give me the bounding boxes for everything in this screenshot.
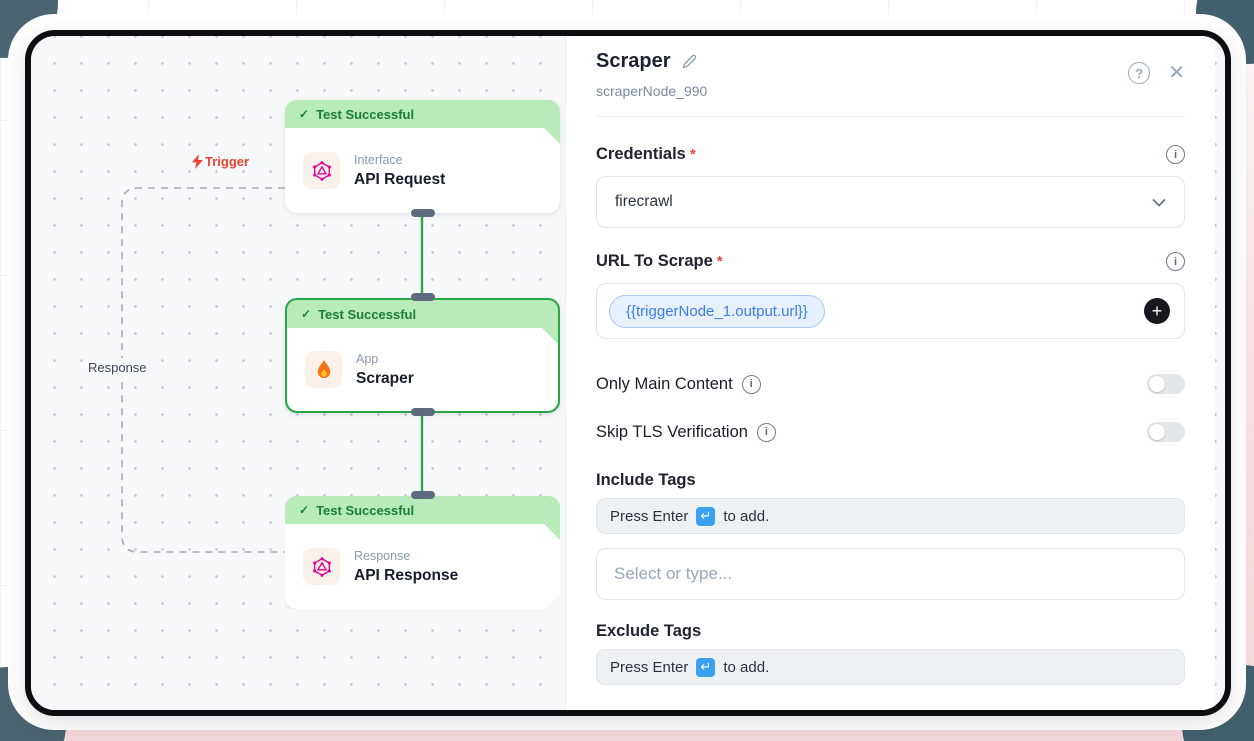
required-asterisk: * [689,146,696,163]
close-icon[interactable]: ✕ [1168,63,1185,83]
credentials-label: Credentials* [596,145,696,163]
hint-text-after: to add. [723,658,770,676]
node-category: Response [354,548,411,563]
enter-glyph: ↵ [700,508,712,523]
plus-glyph: + [1151,301,1163,321]
hint-text-before: Press Enter [610,507,689,525]
variable-chip[interactable]: {{triggerNode_1.output.url}} [609,294,825,328]
connector-handle[interactable] [411,491,435,499]
check-icon: ✓ [301,307,312,321]
node-scraper[interactable]: ✓ Test Successful App Scraper [285,298,560,413]
node-id-text: scraperNode_990 [596,83,708,99]
connector-handle[interactable] [411,209,435,217]
node-title: API Request [354,170,446,188]
node-title: API Response [354,566,459,584]
trigger-edge-text: Trigger [205,154,250,169]
exclude-tags-label: Exclude Tags [596,622,702,640]
header-divider [596,116,1185,117]
node-status-text: Test Successful [318,306,417,322]
close-glyph: ✕ [1168,62,1185,84]
toggle-knob [1149,376,1165,392]
node-status-banner: ✓ Test Successful [285,100,560,128]
only-main-content-toggle[interactable] [1147,374,1185,394]
node-category: Interface [354,152,403,167]
info-glyph: i [1173,255,1178,268]
include-tags-input[interactable] [596,548,1185,600]
node-scraper-body[interactable]: App Scraper [287,328,558,411]
flame-icon [305,351,342,388]
response-icon [303,548,340,585]
add-variable-button[interactable]: + [1144,298,1170,324]
panel-title: Scraper [596,50,671,72]
info-icon[interactable]: i [1166,145,1185,164]
node-status-text: Test Successful [316,106,415,122]
check-icon: ✓ [299,503,310,517]
node-api-request[interactable]: ✓ Test Successful Interfac [285,100,560,213]
lightning-icon [192,154,203,169]
info-glyph: i [764,426,768,438]
skip-tls-toggle[interactable] [1147,422,1185,442]
trigger-edge-label: Trigger [191,154,249,169]
edit-pencil-icon[interactable] [681,53,698,70]
required-asterisk: * [716,253,723,270]
node-title: Scraper [356,369,414,387]
enter-key-icon: ↵ [696,506,716,526]
url-input[interactable]: {{triggerNode_1.output.url}} + [596,283,1185,339]
info-glyph: i [749,378,753,390]
help-glyph: ? [1135,65,1144,81]
response-edge-label: Response [83,358,152,377]
toggle-knob [1149,424,1165,440]
credentials-value: firecrawl [615,193,673,210]
node-api-response-body[interactable]: Response API Response [285,524,560,609]
only-main-content-label: Only Main Content [596,374,733,393]
include-tags-label: Include Tags [596,471,696,489]
include-tags-hint: Press Enter ↵ to add. [596,498,1185,534]
help-icon[interactable]: ? [1128,62,1151,84]
node-category: App [356,351,379,366]
hint-text-after: to add. [723,507,770,525]
check-icon: ✓ [299,107,310,121]
skip-tls-label: Skip TLS Verification [596,422,748,441]
interface-icon [303,152,340,189]
info-icon[interactable]: i [1166,252,1185,271]
connector-handle[interactable] [411,408,435,416]
info-glyph: i [1173,148,1178,161]
node-status-banner: ✓ Test Successful [285,496,560,524]
info-icon[interactable]: i [756,422,776,442]
credentials-select[interactable]: firecrawl [596,176,1185,228]
info-icon[interactable]: i [741,374,761,394]
exclude-tags-hint: Press Enter ↵ to add. [596,649,1185,685]
chevron-down-icon [1152,198,1166,207]
enter-key-icon: ↵ [696,657,716,677]
node-config-panel: Scraper scraperNode_990 ? ✕ [565,36,1215,710]
hint-text-before: Press Enter [610,658,689,676]
node-status-banner: ✓ Test Successful [287,300,558,328]
node-api-request-body[interactable]: Interface API Request [285,128,560,213]
enter-glyph: ↵ [700,659,712,674]
connector-handle[interactable] [411,293,435,301]
node-status-text: Test Successful [316,502,415,518]
node-api-response[interactable]: ✓ Test Successful Response [285,496,560,609]
url-label: URL To Scrape* [596,252,723,270]
app-window: Trigger Response ✓ Test Successful [25,30,1231,716]
